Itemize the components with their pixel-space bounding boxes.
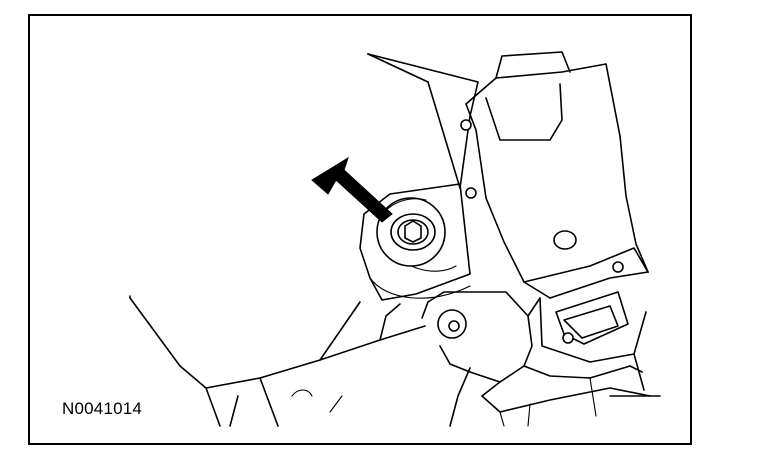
frame-rail [460, 51, 649, 299]
figure-frame: N0041014 [28, 14, 692, 445]
drain-plug [376, 197, 446, 267]
mount-bracket [421, 291, 661, 427]
line-drawing [129, 51, 661, 427]
lower-details [291, 377, 597, 427]
callout-arrow [311, 156, 393, 223]
figure-id-label: N0041014 [62, 399, 143, 418]
